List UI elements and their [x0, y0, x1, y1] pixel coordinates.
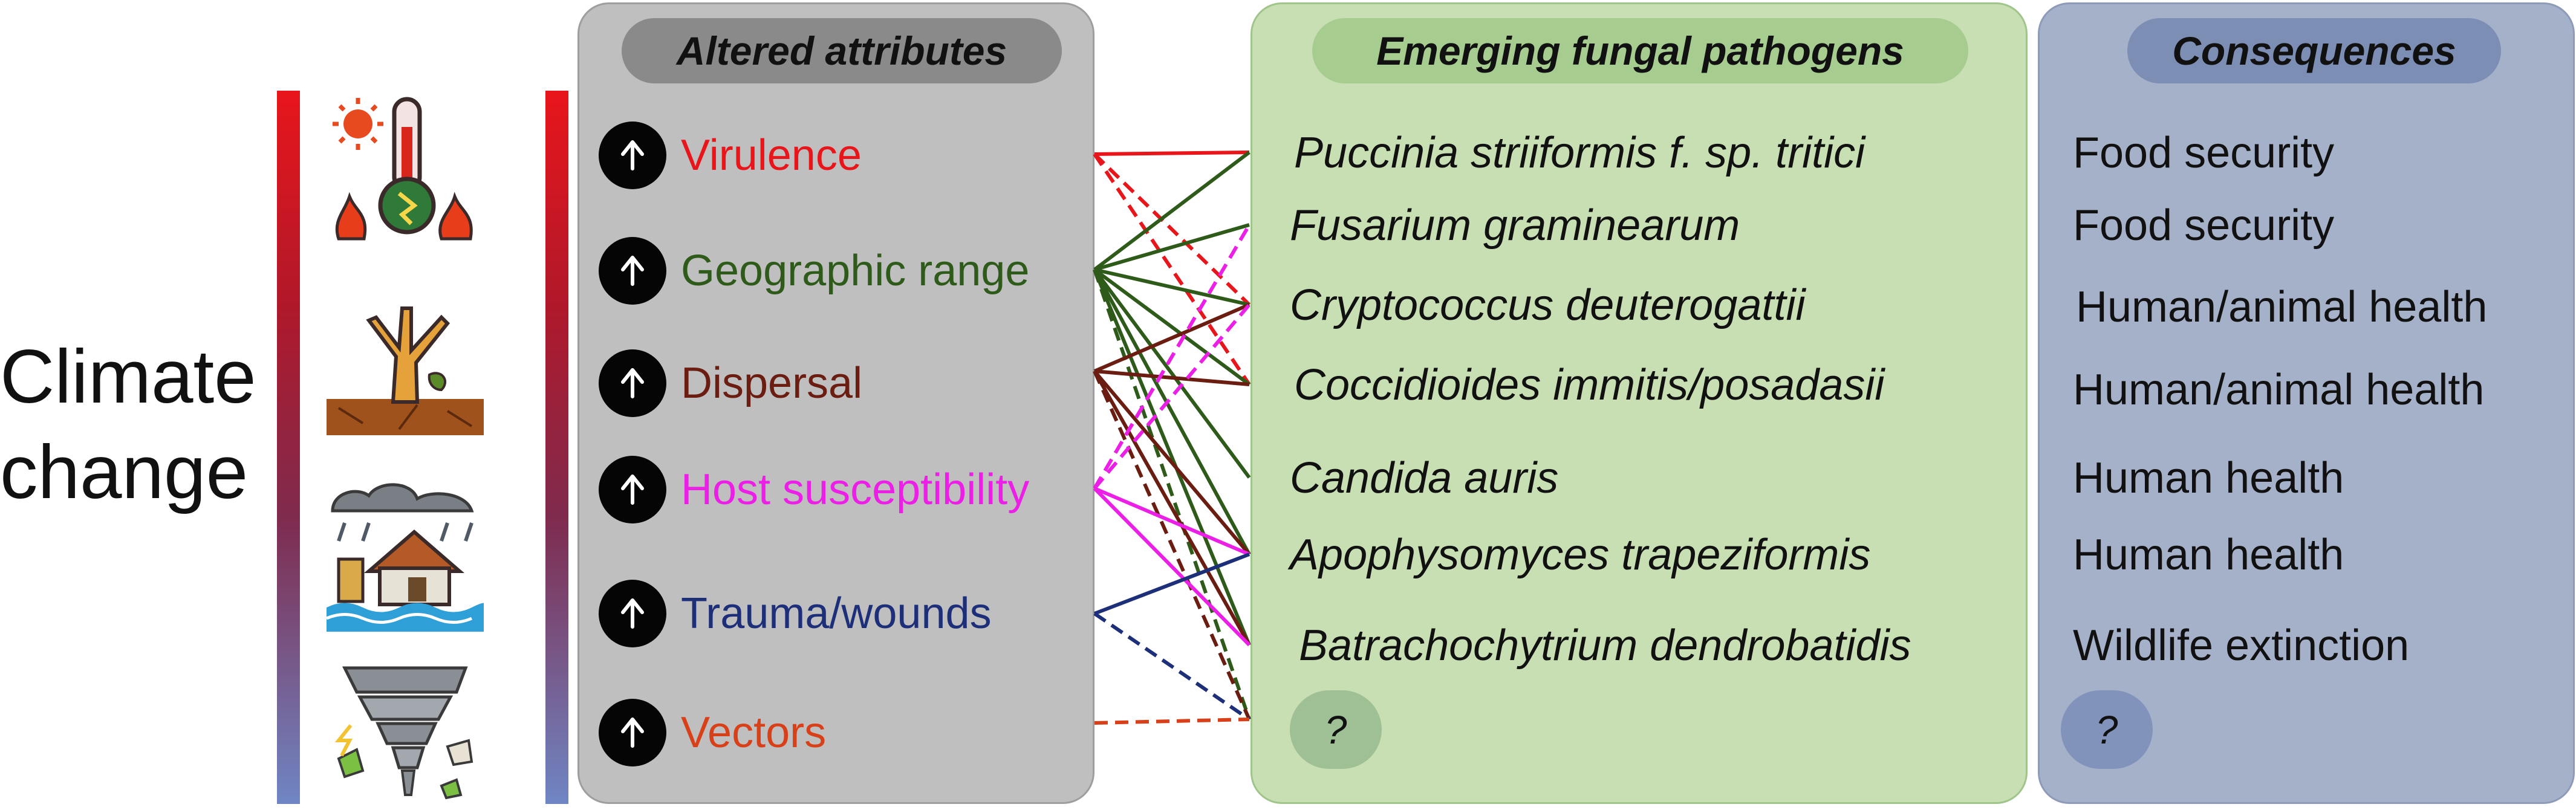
- connection-line: [1093, 487, 1251, 556]
- pathogen-puccinia: Puccinia striiformis f. sp. tritici: [1294, 129, 1865, 177]
- connection-line: [1093, 268, 1251, 386]
- attribute-row-virulence: Virulence: [599, 119, 862, 192]
- consequence-human-animal-health-1: Human/animal health: [2076, 283, 2488, 331]
- altered-attributes-title: Altered attributes: [622, 18, 1062, 83]
- up-arrow-icon: [599, 237, 666, 305]
- connection-line: [1093, 268, 1251, 646]
- up-arrow-icon: [599, 122, 666, 189]
- connection-line: [1093, 303, 1251, 373]
- up-arrow-icon: [599, 580, 666, 647]
- pathogen-fusarium: Fusarium graminearum: [1290, 201, 1740, 250]
- connection-line: [1094, 151, 1250, 156]
- attribute-row-vectors: Vectors: [599, 696, 826, 769]
- connection-line: [1093, 152, 1251, 306]
- attribute-label-trauma-wounds: Trauma/wounds: [681, 589, 992, 638]
- connection-line: [1093, 370, 1251, 556]
- connection-line: [1094, 223, 1250, 271]
- attribute-row-geographic-range: Geographic range: [599, 235, 1029, 307]
- connection-line: [1093, 269, 1251, 720]
- climate-change-label: Climate change: [0, 329, 256, 520]
- consequences-title: Consequences: [2127, 18, 2501, 83]
- flood-house-icon: [326, 475, 486, 632]
- connection-line: [1094, 369, 1250, 386]
- connection-line: [1093, 487, 1251, 647]
- unknown-consequence-badge: ?: [2061, 690, 2153, 769]
- consequences-panel: [2038, 2, 2575, 804]
- connection-line: [1093, 268, 1251, 556]
- connection-line: [1093, 370, 1251, 721]
- connection-line: [1093, 370, 1251, 646]
- connection-line: [1093, 612, 1251, 721]
- attribute-row-host-susceptibility: Host susceptibility: [599, 453, 1029, 526]
- attribute-label-vectors: Vectors: [681, 708, 827, 757]
- consequence-human-animal-health-2: Human/animal health: [2073, 366, 2485, 414]
- pathogen-coccidioides: Coccidioides immitis/posadasii: [1294, 361, 1885, 409]
- attribute-label-virulence: Virulence: [681, 131, 862, 180]
- unknown-pathogen-badge: ?: [1290, 690, 1382, 769]
- consequence-food-security-2: Food security: [2073, 201, 2335, 250]
- connection-line: [1093, 224, 1251, 490]
- altered-attributes-panel: [577, 2, 1094, 804]
- pathogen-batrachochytrium: Batrachochytrium dendrobatidis: [1299, 621, 1911, 670]
- emerging-pathogens-title: Emerging fungal pathogens: [1312, 18, 1968, 83]
- climate-label-line-2: change: [0, 430, 249, 514]
- connection-line: [1094, 268, 1250, 306]
- emerging-pathogens-panel: [1251, 2, 2028, 804]
- connection-line: [1093, 153, 1251, 386]
- drought-tree-icon: [327, 284, 484, 441]
- attribute-row-trauma-wounds: Trauma/wounds: [599, 577, 992, 650]
- connection-line: [1093, 151, 1251, 271]
- consequence-human-health-1: Human health: [2073, 454, 2344, 502]
- pathogen-cryptococcus: Cryptococcus deuterogattii: [1290, 281, 1806, 329]
- attribute-gradient-bar: [545, 91, 568, 804]
- attribute-label-host-susceptibility: Host susceptibility: [681, 465, 1030, 514]
- up-arrow-icon: [599, 699, 666, 766]
- consequence-wildlife-extinction: Wildlife extinction: [2073, 621, 2410, 670]
- connection-line: [1093, 552, 1251, 615]
- tornado-storm-icon: [327, 650, 484, 807]
- thermometer-heat-icon: [327, 91, 484, 248]
- pathogen-apophysomyces: Apophysomyces trapeziformis: [1290, 531, 1871, 579]
- up-arrow-icon: [599, 349, 666, 417]
- climate-label-line-1: Climate: [0, 335, 256, 419]
- consequence-human-health-2: Human health: [2073, 531, 2344, 579]
- attribute-label-geographic-range: Geographic range: [681, 247, 1030, 295]
- climate-gradient-bar-left: [277, 91, 300, 804]
- connection-line: [1094, 718, 1250, 725]
- attribute-row-dispersal: Dispersal: [599, 347, 862, 420]
- consequence-food-security-1: Food security: [2073, 129, 2335, 177]
- up-arrow-icon: [599, 456, 666, 523]
- attribute-label-dispersal: Dispersal: [681, 359, 863, 407]
- connection-line: [1093, 268, 1251, 479]
- pathogen-candida: Candida auris: [1290, 454, 1559, 502]
